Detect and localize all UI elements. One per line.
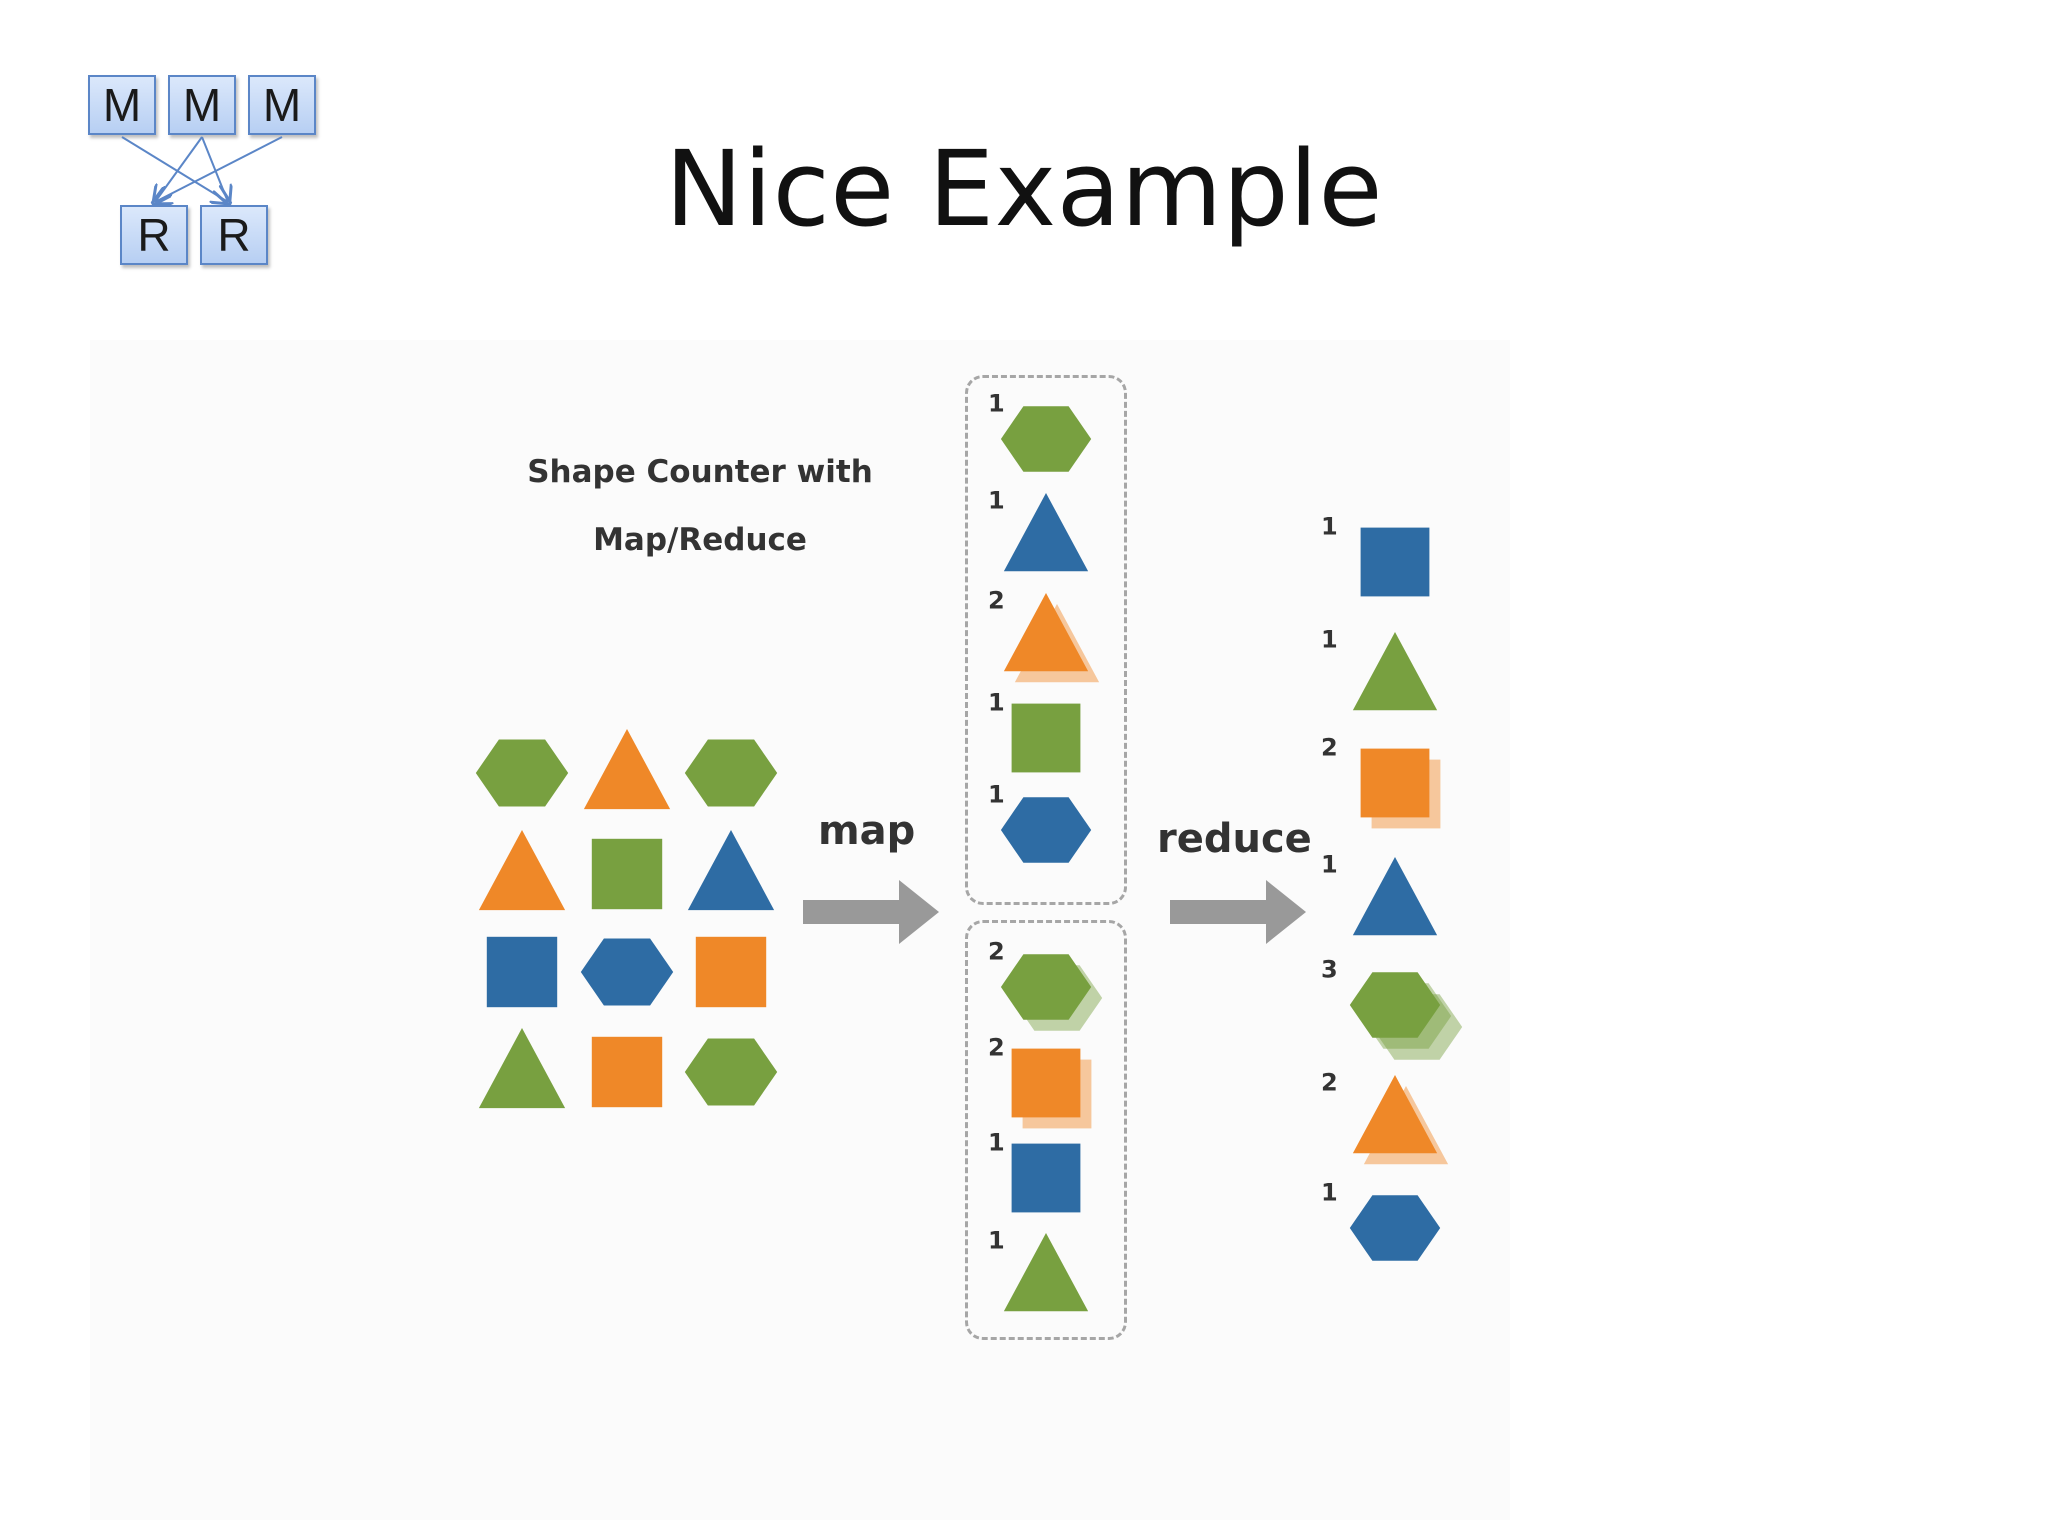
reduce-arrow	[1170, 880, 1306, 944]
input-blue-triangle-r2c3	[687, 830, 775, 911]
logo-reducer-box-2: R	[200, 205, 268, 265]
map-group-1-item-3-count: 2	[988, 586, 1005, 614]
input-orange-triangle-r2c1	[478, 830, 566, 911]
reduce-item-5-green-hexagon	[1349, 972, 1441, 1038]
input-green-hexagon-r4c3	[684, 1038, 778, 1106]
input-orange-triangle-r1c2	[583, 729, 671, 810]
slide-title: Nice Example	[664, 128, 1384, 250]
reduce-item-3-orange-square	[1360, 748, 1430, 818]
map-group-2-item-2-orange-square	[1011, 1048, 1081, 1118]
map-group-1-item-5-blue-hexagon	[1000, 797, 1092, 863]
reduce-item-6-orange-triangle	[1352, 1075, 1438, 1154]
logo-mapper-box-1: M	[88, 75, 156, 135]
reduce-item-6-count: 2	[1321, 1068, 1338, 1096]
reduce-item-2-count: 1	[1321, 625, 1338, 653]
logo-reducer-box-1: R	[120, 205, 188, 265]
reduce-item-1-count: 1	[1321, 512, 1338, 540]
map-group-1-item-4-count: 1	[988, 688, 1005, 716]
input-blue-hexagon-r3c2	[580, 938, 674, 1006]
reduce-item-4-blue-triangle	[1352, 857, 1438, 936]
input-green-hexagon-r1c3	[684, 739, 778, 807]
logo-mapper-box-2: M	[168, 75, 236, 135]
input-green-triangle-r4c1	[478, 1028, 566, 1109]
logo-connector-arrows	[121, 136, 283, 290]
map-group-2-item-4-green-triangle	[1003, 1233, 1089, 1312]
reduce-item-3-count: 2	[1321, 733, 1338, 761]
map-group-2-item-1-green-hexagon	[1000, 954, 1092, 1020]
map-output-group-1	[965, 375, 1127, 905]
map-group-2-item-1-count: 2	[988, 937, 1005, 965]
map-group-2-item-3-blue-square	[1011, 1143, 1081, 1213]
map-group-2-item-4-count: 1	[988, 1226, 1005, 1254]
map-group-2-item-2-count: 2	[988, 1033, 1005, 1061]
diagram-caption-line-1: Shape Counter with	[527, 454, 873, 490]
input-green-hexagon-r1c1	[475, 739, 569, 807]
map-group-1-item-1-green-hexagon	[1000, 406, 1092, 472]
input-blue-square-r3c1	[486, 936, 558, 1008]
map-label: map	[818, 808, 916, 854]
input-green-square-r2c2	[591, 838, 663, 910]
map-group-1-item-4-green-square	[1011, 703, 1081, 773]
logo-mapper-box-3: M	[248, 75, 316, 135]
diagram-caption-line-2: Map/Reduce	[593, 522, 807, 558]
reduce-item-2-green-triangle	[1352, 632, 1438, 711]
reduce-item-4-count: 1	[1321, 850, 1338, 878]
map-group-1-item-2-blue-triangle	[1003, 493, 1089, 572]
reduce-label: reduce	[1157, 816, 1312, 862]
map-group-1-item-3-orange-triangle	[1003, 593, 1089, 672]
map-output-group-2	[965, 920, 1127, 1340]
reduce-item-7-blue-hexagon	[1349, 1195, 1441, 1261]
map-group-1-item-5-count: 1	[988, 780, 1005, 808]
map-arrow	[803, 880, 939, 944]
input-orange-square-r4c2	[591, 1036, 663, 1108]
reduce-item-7-count: 1	[1321, 1178, 1338, 1206]
map-group-1-item-1-count: 1	[988, 389, 1005, 417]
input-orange-square-r3c3	[695, 936, 767, 1008]
map-group-2-item-3-count: 1	[988, 1128, 1005, 1156]
map-group-1-item-2-count: 1	[988, 486, 1005, 514]
reduce-item-1-blue-square	[1360, 527, 1430, 597]
reduce-item-5-count: 3	[1321, 955, 1338, 983]
